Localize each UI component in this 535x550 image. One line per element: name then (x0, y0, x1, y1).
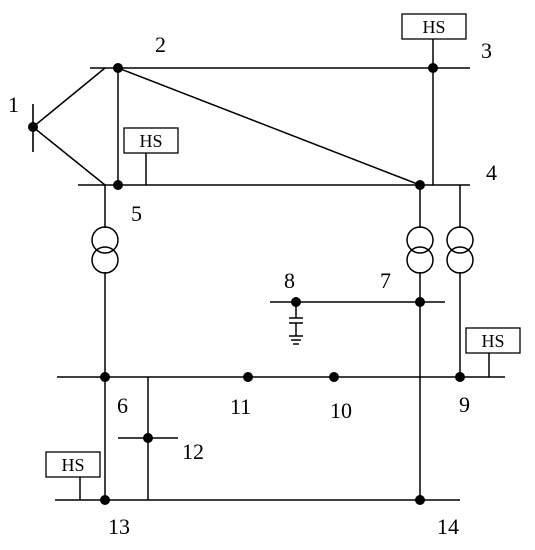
node-bus-14 (415, 495, 425, 505)
label-bus-1: 1 (8, 92, 19, 117)
node-bus-11 (243, 372, 253, 382)
label-bus-10: 10 (330, 398, 352, 423)
hs-box-bus-13: HS (45, 451, 101, 500)
svg-text:HS: HS (422, 17, 445, 37)
label-bus-11: 11 (230, 394, 251, 419)
svg-text:HS: HS (61, 455, 84, 475)
node-bus-8 (291, 297, 301, 307)
label-bus-8: 8 (284, 268, 295, 293)
line-1-2 (32, 67, 106, 128)
node-bus-6 (100, 372, 110, 382)
label-bus-3: 3 (481, 38, 492, 63)
transformer-4-9 (446, 226, 474, 274)
label-bus-9: 9 (459, 392, 470, 417)
svg-text:HS: HS (139, 131, 162, 151)
node-bus-4 (415, 180, 425, 190)
line-2-4 (117, 67, 421, 186)
label-bus-4: 4 (486, 160, 497, 185)
node-bus-10 (329, 372, 339, 382)
line-1-5 (32, 126, 106, 186)
hs-box-bus-9: HS (465, 327, 521, 377)
label-bus-13: 13 (108, 514, 130, 539)
label-bus-7: 7 (380, 268, 391, 293)
hs-box-bus-3: HS (401, 13, 467, 68)
transformer-4-7 (406, 226, 434, 274)
capacitor-bus-8 (289, 302, 303, 345)
label-bus-2: 2 (155, 32, 166, 57)
node-bus-12 (143, 433, 153, 443)
svg-text:HS: HS (481, 331, 504, 351)
label-bus-6: 6 (117, 393, 128, 418)
node-bus-2 (113, 63, 123, 73)
transformer-5-6 (91, 226, 119, 274)
label-bus-5: 5 (131, 201, 142, 226)
node-bus-1 (28, 122, 38, 132)
node-bus-7 (415, 297, 425, 307)
label-bus-14: 14 (437, 514, 459, 539)
label-bus-12: 12 (182, 439, 204, 464)
node-bus-5 (113, 180, 123, 190)
node-bus-9 (455, 372, 465, 382)
node-bus-3 (428, 63, 438, 73)
hs-box-bus-5: HS (123, 127, 179, 185)
node-bus-13 (100, 495, 110, 505)
